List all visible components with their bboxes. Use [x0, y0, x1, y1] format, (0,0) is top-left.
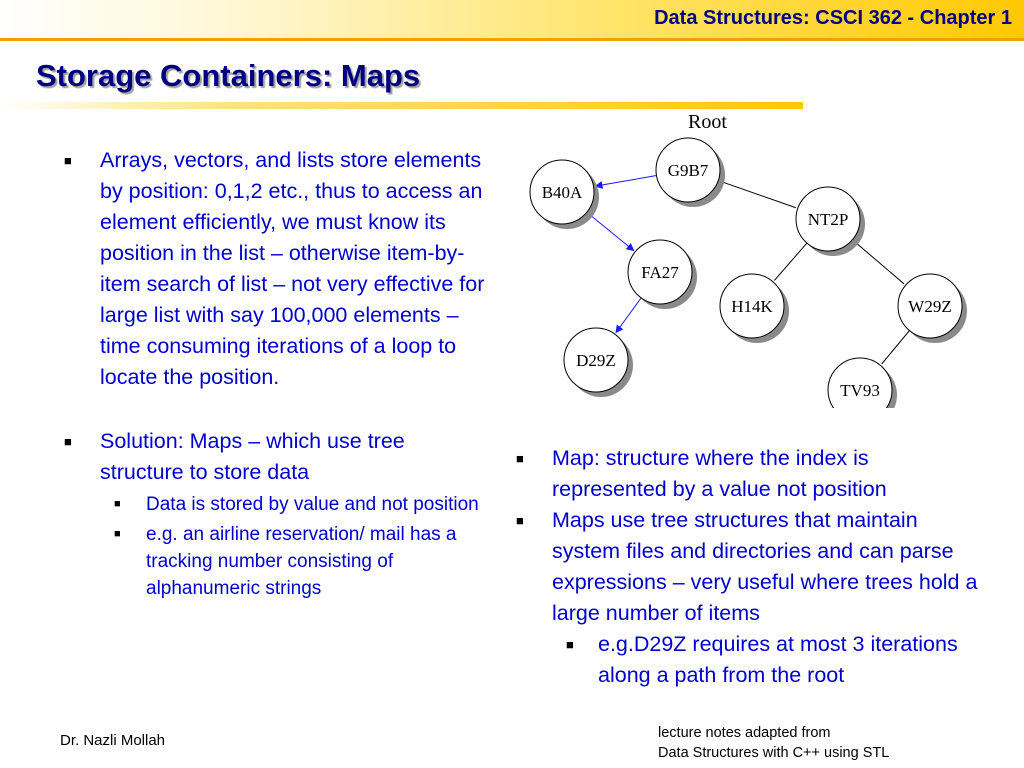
node-circle: [795, 186, 861, 252]
node-label: D29Z: [576, 351, 616, 370]
square-bullet-icon: ■: [516, 513, 524, 528]
bullet-item: ■ Map: structure where the index is repr…: [516, 443, 986, 505]
tree-edge-b40a-fa27: [586, 211, 635, 252]
square-bullet-icon: ■: [64, 153, 72, 168]
tree-node-h14k: H14K: [719, 273, 789, 343]
tree-node-d29z: D29Z: [563, 327, 633, 397]
sub-bullet-item: ■ Data is stored by value and not positi…: [64, 491, 494, 518]
node-circle: [897, 273, 963, 339]
tree-edge-fa27-d29z: [615, 297, 642, 334]
right-column: ■ Map: structure where the index is repr…: [516, 443, 986, 691]
header-bar: Data Structures: CSCI 362 - Chapter 1: [0, 0, 1024, 41]
square-bullet-icon: ■: [566, 637, 574, 652]
bullet-item: ■ Arrays, vectors, and lists store eleme…: [64, 145, 494, 393]
root-label: Root: [688, 111, 727, 133]
square-bullet-icon: ■: [114, 528, 121, 540]
sub-bullet-text: Data is stored by value and not position: [146, 494, 479, 515]
node-label: B40A: [542, 183, 583, 202]
node-label: FA27: [641, 263, 679, 282]
bullet-item: ■ Solution: Maps – which use tree struct…: [64, 426, 494, 488]
sub-bullet-text: e.g.D29Z requires at most 3 iterations a…: [598, 632, 958, 687]
bullet-text: Solution: Maps – which use tree structur…: [100, 429, 405, 484]
credit-line: lecture notes adapted from: [658, 725, 831, 741]
left-column: ■ Arrays, vectors, and lists store eleme…: [64, 145, 494, 602]
tree-node-fa27: FA27: [627, 239, 697, 309]
bullet-text: Map: structure where the index is repres…: [552, 446, 887, 501]
node-label: NT2P: [808, 210, 849, 229]
square-bullet-icon: ■: [114, 498, 121, 510]
tree-node-g9b7: G9B7: [655, 137, 725, 207]
course-title: Data Structures: CSCI 362 - Chapter 1: [654, 7, 1012, 29]
node-label: TV93: [840, 381, 880, 400]
tree-edges: [586, 175, 910, 365]
credit-line: Data Structures with C++ using STL: [658, 745, 890, 761]
node-circle: [827, 357, 893, 408]
node-circle: [563, 327, 629, 393]
node-circle: [627, 239, 693, 305]
title-underline: [0, 102, 803, 109]
footer-credit: lecture notes adapted from Data Structur…: [658, 723, 889, 763]
tree-edge-nt2p-w29z: [852, 239, 905, 285]
footer-author: Dr. Nazli Mollah: [60, 732, 166, 749]
tree-node-tv93: TV93: [827, 357, 897, 408]
tree-edge-w29z-tv93: [881, 330, 910, 365]
slide-title: Storage Containers: Maps: [36, 58, 421, 93]
square-bullet-icon: ■: [516, 451, 524, 466]
node-label: H14K: [731, 297, 773, 316]
node-label: G9B7: [668, 161, 709, 180]
bullet-text: Arrays, vectors, and lists store element…: [100, 148, 485, 389]
node-circle: [655, 137, 721, 203]
node-label: W29Z: [908, 297, 951, 316]
bullet-text: Maps use tree structures that maintain s…: [552, 508, 978, 625]
tree-node-w29z: W29Z: [897, 273, 967, 343]
bullet-item: ■ Maps use tree structures that maintain…: [516, 505, 986, 629]
sub-bullet-text: e.g. an airline reservation/ mail has a …: [146, 524, 457, 599]
square-bullet-icon: ■: [64, 434, 72, 449]
tree-edge-nt2p-h14k: [773, 242, 808, 281]
tree-edge-g9b7-nt2p: [718, 180, 797, 209]
tree-node-b40a: B40A: [529, 159, 599, 229]
tree-edge-g9b7-b40a: [594, 175, 657, 189]
sub-bullet-item: ■ e.g.D29Z requires at most 3 iterations…: [516, 629, 986, 691]
node-circle: [719, 273, 785, 339]
sub-bullet-item: ■ e.g. an airline reservation/ mail has …: [64, 521, 494, 602]
node-circle: [529, 159, 595, 225]
tree-node-nt2p: NT2P: [795, 186, 865, 256]
